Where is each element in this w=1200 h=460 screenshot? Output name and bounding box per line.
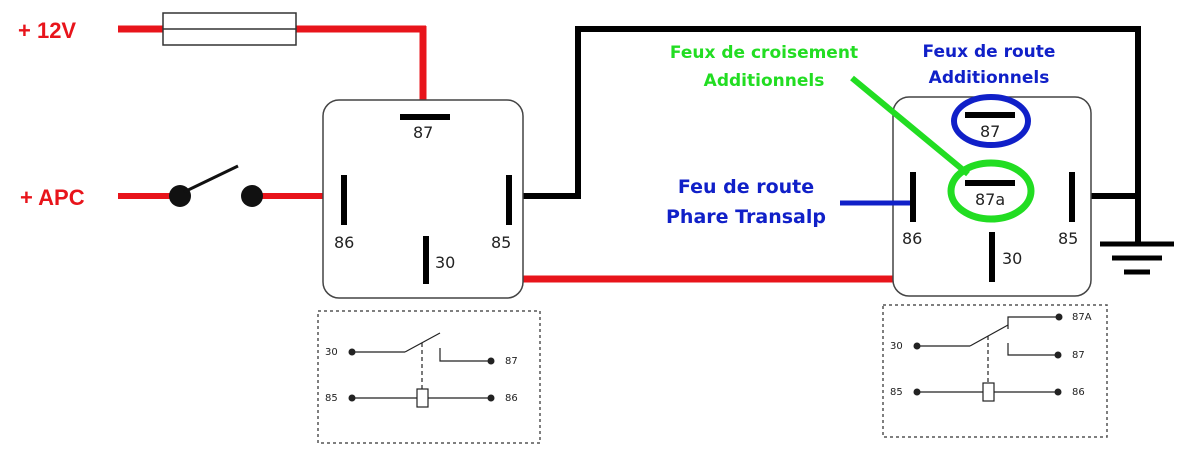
schematic-right: 87A 30 87 85 86 [882, 304, 1108, 438]
relay-left-label-85: 85 [491, 233, 511, 252]
highlight-87a-circle [947, 159, 1035, 223]
schematic-left-label-87: 87 [505, 356, 518, 367]
schematic-right-label-85: 85 [890, 387, 903, 398]
relay-left-label-30: 30 [435, 253, 455, 272]
schematic-right-frame [882, 304, 1108, 438]
schematic-left-label-85: 85 [325, 393, 338, 404]
schematic-right-label-87A: 87A [1072, 312, 1092, 323]
relay-left-body [322, 99, 524, 299]
label-feux-croisement-line1: Feux de croisement [670, 43, 858, 63]
label-feu-route-line1: Feu de route [678, 176, 814, 198]
relay-left: 87 86 85 30 [322, 99, 524, 299]
schematic-left-label-86: 86 [505, 393, 518, 404]
relay-right-label-87a: 87a [975, 190, 1005, 209]
relay-right-label-87: 87 [980, 122, 1000, 141]
wire-85-to-ground [511, 26, 1141, 244]
schematic-right-label-30: 30 [890, 341, 903, 352]
label-plus-apc: + APC [20, 185, 85, 210]
schematic-left: 30 87 85 86 [317, 310, 541, 444]
pointer-green [850, 75, 970, 177]
switch-icon [169, 164, 263, 207]
highlight-87-circle [951, 94, 1031, 148]
label-feux-croisement-line2: Additionnels [704, 71, 825, 91]
schematic-left-label-30: 30 [325, 347, 338, 358]
label-plus-12v: + 12V [18, 18, 76, 43]
label-feux-route-add-line1: Feux de route [923, 42, 1056, 62]
schematic-left-frame [317, 310, 541, 444]
label-feu-route-line2: Phare Transalp [666, 206, 826, 228]
label-feux-route-add-line2: Additionnels [929, 68, 1050, 88]
relay-right-label-30: 30 [1002, 249, 1022, 268]
schematic-right-label-86: 86 [1072, 387, 1085, 398]
relay-left-label-87: 87 [413, 123, 433, 142]
schematic-right-label-87: 87 [1072, 350, 1085, 361]
fuse-icon [162, 12, 297, 46]
red-wires [118, 25, 994, 283]
relay-left-label-86: 86 [334, 233, 354, 252]
relay-right-label-86: 86 [902, 229, 922, 248]
relay-right: 87 87a 86 85 30 [892, 96, 1092, 297]
ground-icon [1100, 241, 1174, 275]
relay-right-label-85: 85 [1058, 229, 1078, 248]
